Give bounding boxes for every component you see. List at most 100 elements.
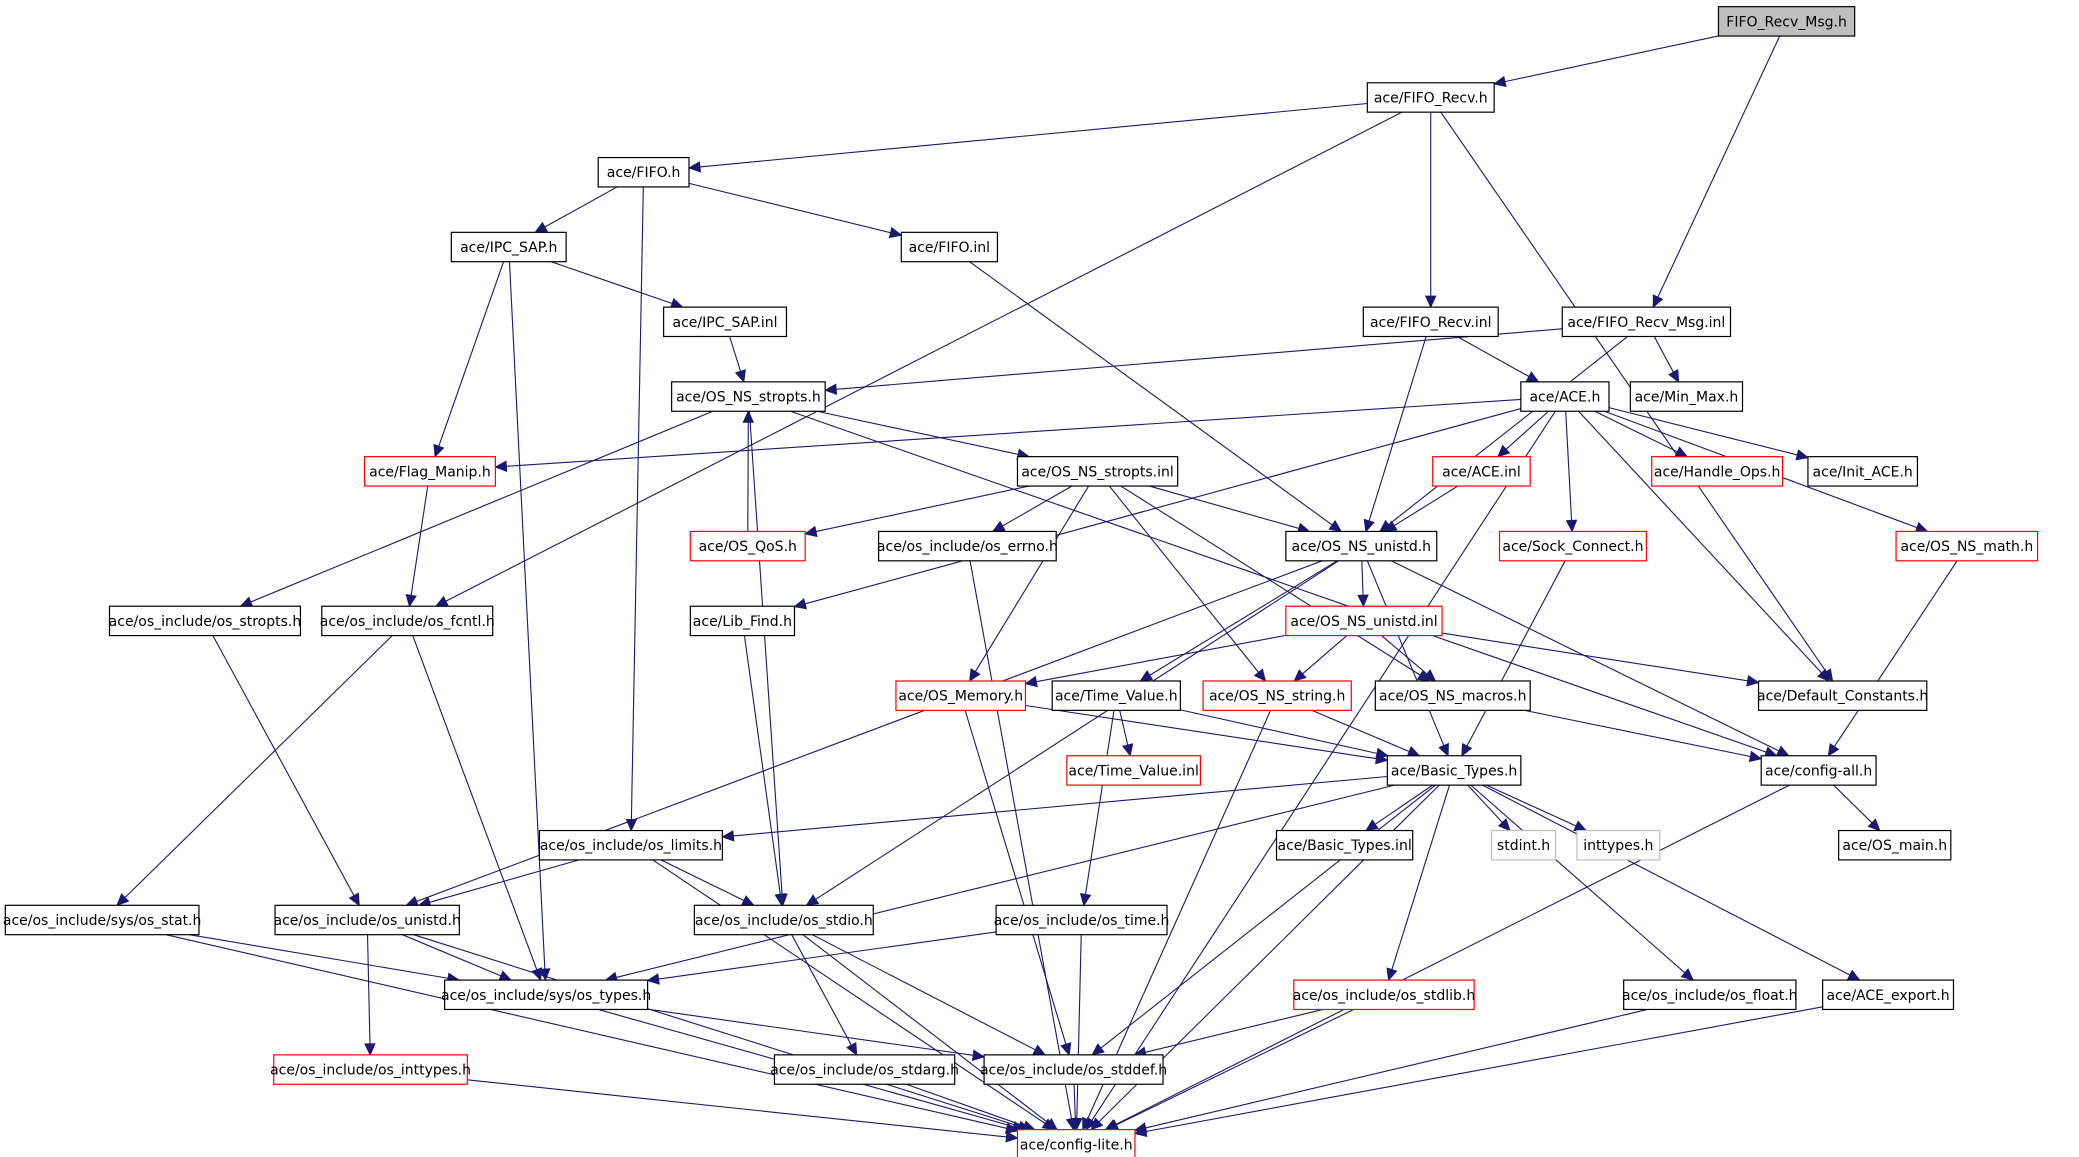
edge-arrowhead <box>1293 669 1307 682</box>
node-box <box>689 530 806 562</box>
node-os-ns-stropts-inl[interactable]: ace/OS_NS_stropts.inl <box>1016 456 1179 487</box>
node-box <box>1362 306 1499 338</box>
node-os-stdlib-h[interactable]: ace/os_include/os_stdlib.h <box>1293 979 1475 1011</box>
node-label: ace/OS_NS_unistd.h <box>1292 539 1432 555</box>
node-label: ace/os_include/sys/os_stat.h <box>3 913 202 929</box>
node-label: ace/ACE_export.h <box>1826 988 1949 1004</box>
edge-line <box>815 560 1339 900</box>
edge-sock-connect-h-to-basic-types-h <box>1461 560 1566 757</box>
node-sys-os-stat-h[interactable]: ace/os_include/sys/os_stat.h <box>3 904 202 936</box>
node-ipc-sap-inl[interactable]: ace/IPC_SAP.inl <box>663 306 788 338</box>
node-box <box>1366 82 1495 113</box>
node-label: ace/Time_Value.inl <box>1068 763 1198 779</box>
node-label: ace/IPC_SAP.h <box>460 240 557 256</box>
node-handle-ops-h[interactable]: ace/Handle_Ops.h <box>1651 456 1784 487</box>
node-ipc-sap-h[interactable]: ace/IPC_SAP.h <box>450 231 567 263</box>
edge-os-stdio-h-to-config-lite-h <box>802 934 1059 1131</box>
node-os-ns-unistd-inl[interactable]: ace/OS_NS_unistd.inl <box>1285 605 1443 637</box>
edge-line <box>402 934 502 977</box>
node-box <box>689 605 796 637</box>
node-box <box>1016 456 1179 487</box>
node-lib-find-h[interactable]: ace/Lib_Find.h <box>689 605 796 637</box>
node-os-ns-unistd-h[interactable]: ace/OS_NS_unistd.h <box>1285 530 1438 562</box>
edge-line <box>1470 784 1686 974</box>
node-label: ace/FIFO.inl <box>909 240 990 256</box>
node-stdint-h[interactable]: stdint.h <box>1490 829 1557 861</box>
edge-arrowhead <box>1846 969 1861 981</box>
node-fifo-inl[interactable]: ace/FIFO.inl <box>900 231 999 263</box>
node-time-value-h[interactable]: ace/Time_Value.h <box>1051 680 1181 711</box>
node-label: ace/os_include/os_limits.h <box>540 838 722 854</box>
node-config-all-h[interactable]: ace/config-all.h <box>1760 755 1877 786</box>
node-os-ns-macros-h[interactable]: ace/OS_NS_macros.h <box>1374 680 1531 711</box>
node-os-memory-h[interactable]: ace/OS_Memory.h <box>895 680 1027 711</box>
node-label: ace/Lib_Find.h <box>693 614 792 630</box>
node-os-ns-math-h[interactable]: ace/OS_NS_math.h <box>1895 530 2039 562</box>
edge-ace-inl-to-os-ns-unistd-h <box>1383 485 1459 533</box>
edge-line <box>1565 411 1573 521</box>
node-label: ace/OS_Memory.h <box>898 689 1023 705</box>
node-inttypes-h[interactable]: inttypes.h <box>1576 829 1661 861</box>
node-os-ns-stropts-h[interactable]: ace/OS_NS_stropts.h <box>671 381 826 412</box>
node-label: ace/OS_NS_math.h <box>1900 539 2033 555</box>
node-os-time-h[interactable]: ace/os_include/os_time.h <box>994 904 1170 936</box>
edge-line <box>1114 784 1790 1126</box>
node-box <box>321 605 494 637</box>
node-os-stropts-h[interactable]: ace/os_include/os_stropts.h <box>109 605 302 637</box>
node-os-limits-h[interactable]: ace/os_include/os_limits.h <box>538 829 723 861</box>
node-flag-manip-h[interactable]: ace/Flag_Manip.h <box>363 456 496 487</box>
node-fifo-recv-msg-h[interactable]: FIFO_Recv_Msg.h <box>1717 6 1856 37</box>
node-fifo-h[interactable]: ace/FIFO.h <box>597 156 690 188</box>
node-os-errno-h[interactable]: ace/os_include/os_errno.h <box>877 530 1058 562</box>
edge-arrowhead <box>1079 893 1092 907</box>
node-box <box>663 306 788 338</box>
node-config-lite-h[interactable]: ace/config-lite.h <box>1016 1129 1136 1157</box>
node-os-qos-h[interactable]: ace/OS_QoS.h <box>689 530 806 562</box>
node-box <box>1895 530 2039 562</box>
edge-line <box>1505 410 1549 450</box>
node-os-inttypes-h[interactable]: ace/os_include/os_inttypes.h <box>270 1054 471 1085</box>
node-os-main-h[interactable]: ace/OS_main.h <box>1838 829 1952 861</box>
node-os-stdio-h[interactable]: ace/os_include/os_stdio.h <box>693 904 874 936</box>
edge-arrowhead <box>1386 967 1398 982</box>
edge-line <box>688 182 891 234</box>
node-sock-connect-h[interactable]: ace/Sock_Connect.h <box>1498 530 1647 562</box>
node-time-value-inl[interactable]: ace/Time_Value.inl <box>1066 755 1201 786</box>
edge-line <box>412 635 538 970</box>
node-fifo-recv-inl[interactable]: ace/FIFO_Recv.inl <box>1362 306 1499 338</box>
node-init-ace-h[interactable]: ace/Init_ACE.h <box>1807 456 1919 487</box>
edge-os-memory-h-to-basic-types-h <box>1025 704 1389 765</box>
node-box <box>693 904 874 936</box>
edge-config-all-h-to-config-lite-h <box>1104 784 1790 1131</box>
node-fifo-recv-h[interactable]: ace/FIFO_Recv.h <box>1366 82 1495 113</box>
node-basic-types-h[interactable]: ace/Basic_Types.h <box>1386 755 1522 786</box>
node-basic-types-inl[interactable]: ace/Basic_Types.inl <box>1275 829 1414 861</box>
node-ace-export-h[interactable]: ace/ACE_export.h <box>1822 979 1955 1011</box>
node-label: ace/OS_NS_macros.h <box>1379 689 1526 705</box>
edge-line <box>1025 704 1377 760</box>
edge-os-ns-unistd-inl-to-default-constants-h <box>1441 632 1760 687</box>
node-default-constants-h[interactable]: ace/Default_Constants.h <box>1757 680 1928 711</box>
edge-fifo-recv-msg-h-to-fifo-recv-msg-inl <box>1652 35 1781 309</box>
node-os-unistd-h[interactable]: ace/os_include/os_unistd.h <box>273 904 461 936</box>
node-os-fcntl-h[interactable]: ace/os_include/os_fcntl.h <box>320 605 495 637</box>
edge-line <box>729 336 742 372</box>
node-ace-h[interactable]: ace/ACE.h <box>1520 381 1610 412</box>
edge-line <box>445 111 1403 602</box>
node-os-ns-string-h[interactable]: ace/OS_NS_string.h <box>1202 680 1352 711</box>
node-os-stddef-h[interactable]: ace/os_include/os_stddef.h <box>980 1054 1167 1085</box>
node-ace-inl[interactable]: ace/ACE.inl <box>1432 456 1531 487</box>
edge-line <box>506 398 1521 467</box>
edge-arrowhead <box>1090 1117 1104 1131</box>
node-os-float-h[interactable]: ace/os_include/os_float.h <box>1622 979 1798 1011</box>
edge-line <box>165 934 1007 1129</box>
node-min-max-h[interactable]: ace/Min_Max.h <box>1629 381 1744 412</box>
node-sys-os-types-h[interactable]: ace/os_include/sys/os_types.h <box>441 979 651 1011</box>
node-fifo-recv-msg-inl[interactable]: ace/FIFO_Recv_Msg.inl <box>1561 306 1732 338</box>
edge-os-ns-stropts-h-to-os-ns-stropts-inl <box>816 410 1031 460</box>
node-os-stdarg-h[interactable]: ace/os_include/os_stdarg.h <box>770 1054 959 1085</box>
edge-arrowhead <box>1816 668 1830 682</box>
node-box <box>274 904 460 936</box>
node-label: ace/os_include/os_unistd.h <box>273 913 460 929</box>
node-box <box>1498 530 1647 562</box>
